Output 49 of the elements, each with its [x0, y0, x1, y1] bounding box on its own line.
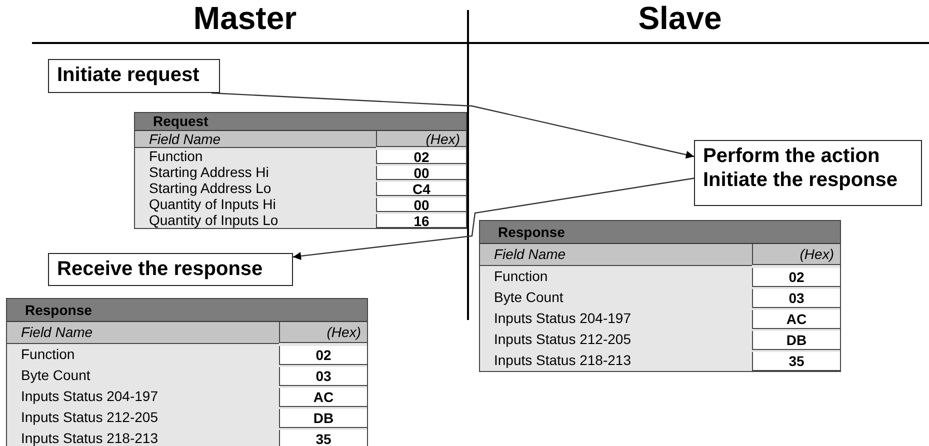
column-header: Field Name [135, 131, 376, 148]
table-title: Response [7, 299, 367, 322]
data-table [6, 298, 368, 446]
hex-value: 35 [752, 352, 840, 371]
hex-value: 02 [376, 150, 466, 164]
table-title: Request [135, 113, 466, 131]
table-title: Response [480, 221, 840, 244]
hex-value: 03 [279, 367, 367, 386]
column-header: Field Name [480, 244, 752, 266]
step-box: Perform the action Initiate the response [694, 140, 922, 206]
hex-value: 00 [376, 166, 466, 180]
hex-value: 35 [279, 430, 367, 446]
hex-value: 03 [752, 289, 840, 308]
field-name: Function [20, 345, 76, 364]
field-name: Starting Address Hi [148, 164, 270, 180]
hex-value: 00 [376, 198, 466, 212]
hex-value: AC [279, 388, 367, 407]
field-name: Quantity of Inputs Lo [148, 212, 280, 228]
field-name: Byte Count [20, 366, 92, 385]
step-box: Receive the response [48, 253, 293, 286]
field-name: Inputs Status 204-197 [20, 387, 159, 406]
field-name: Byte Count [493, 288, 564, 307]
hex-value: AC [752, 310, 840, 329]
field-name: Inputs Status 212-205 [493, 330, 632, 349]
field-name: Starting Address Lo [148, 180, 272, 196]
field-name: Function [148, 148, 204, 164]
data-table [134, 112, 467, 229]
hex-value: 02 [752, 268, 840, 287]
lane-title: Slave [637, 0, 723, 37]
step-box: Initiate request [48, 59, 220, 93]
arrow [292, 178, 694, 260]
hex-value: DB [752, 331, 840, 350]
field-name: Inputs Status 218-213 [493, 351, 632, 370]
arrow [211, 92, 694, 159]
hex-value: C4 [376, 182, 466, 196]
column-header: (Hex) [279, 322, 367, 343]
data-table [479, 220, 841, 372]
field-name: Inputs Status 204-197 [493, 309, 632, 328]
field-name: Quantity of Inputs Hi [148, 196, 277, 212]
hex-value: 02 [279, 346, 367, 365]
lane-title: Master [192, 0, 298, 37]
field-name: Inputs Status 212-205 [20, 408, 159, 427]
column-header: (Hex) [752, 244, 840, 265]
field-name: Inputs Status 218-213 [20, 429, 159, 446]
column-header: Field Name [7, 322, 279, 344]
column-header: (Hex) [376, 131, 466, 147]
hex-value: DB [279, 409, 367, 428]
hex-value: 16 [376, 214, 466, 228]
field-name: Function [493, 267, 549, 286]
